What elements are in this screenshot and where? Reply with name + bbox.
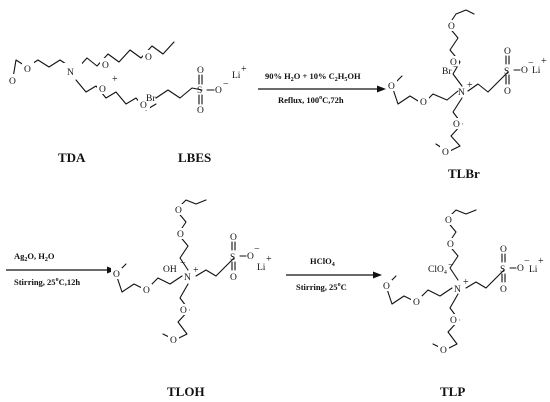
lbes-o-atom: O — [197, 106, 204, 116]
tlp-o-atom: O — [413, 298, 420, 308]
tlbr-o-atom: O — [448, 22, 455, 32]
tlp-label: TLP — [440, 384, 465, 399]
tlbr-o-atom: O — [504, 87, 511, 97]
lbes-br-atom: Br — [146, 94, 156, 104]
tda-o-atom: O — [102, 61, 109, 71]
lbes-minus: − — [223, 79, 229, 90]
tda-o-atom: O — [24, 65, 31, 75]
plus-sign: + — [112, 74, 118, 85]
tlbr-br-ion: Br — [442, 67, 452, 77]
tlbr-o-atom: O — [450, 58, 457, 68]
reaction-arrow-2: Ag2O, H2O Stirring, 25oC,12h — [6, 251, 116, 287]
tlp-clo4-ion: ClO4 — [428, 265, 447, 276]
reaction-3-conditions-below: Stirring, 25oC — [296, 282, 347, 292]
lbes-label: LBES — [178, 150, 211, 165]
tloh-o-atom: O — [230, 233, 237, 243]
tlbr-o-atom: O — [521, 66, 528, 76]
tlp-s-atom: S — [500, 265, 505, 275]
tda-o-atom: O — [140, 101, 147, 111]
reaction-2-conditions-above: Ag2O, H2O — [14, 251, 55, 263]
tloh-n-atom: N — [184, 273, 191, 283]
tlp-li-charge: + — [538, 256, 544, 267]
tlbr-li-charge: + — [541, 56, 547, 67]
tlp-o-atom: O — [450, 316, 457, 326]
tloh-o-atom: O — [230, 273, 237, 283]
tlbr-br-charge: − — [453, 62, 459, 73]
tloh-o-atom: O — [177, 230, 184, 240]
tlp-clo4-charge: − — [448, 260, 454, 271]
tlbr-n-atom: N — [458, 88, 465, 98]
tda-o-atom: O — [99, 85, 106, 95]
tloh-oh-charge: − — [180, 258, 186, 269]
tda-structure: N O O O O O O — [7, 41, 175, 111]
tloh-n-charge: + — [193, 265, 199, 276]
tlp-li-ion: Li — [529, 265, 538, 275]
tda-o-atom: O — [9, 77, 16, 87]
lbes-o-atom: O — [215, 86, 222, 96]
tloh-so3-charge: − — [254, 244, 260, 255]
tlbr-label: TLBr — [448, 166, 480, 181]
lbes-s-atom: S — [197, 86, 202, 96]
reaction-1-conditions-above: 90% H2O + 10% C2H5OH — [265, 71, 361, 83]
tloh-o-atom: O — [170, 336, 177, 346]
tlp-o-atom: O — [440, 346, 447, 356]
tloh-li-charge: + — [266, 254, 272, 265]
reaction-2-conditions-below: Stirring, 25oC,12h — [14, 277, 80, 287]
reaction-arrow-3: HClO4 Stirring, 25oC — [286, 256, 382, 292]
tlp-n-atom: N — [454, 285, 461, 295]
tda-n-atom: N — [67, 68, 74, 78]
tlp-o-atom: O — [500, 245, 507, 255]
tloh-o-atom: O — [180, 306, 187, 316]
tlbr-s-atom: S — [504, 67, 509, 77]
tloh-o-atom: O — [175, 206, 182, 216]
reaction-arrow-1: 90% H2O + 10% C2H5OH Reflux, 100oC,72h — [258, 71, 386, 105]
tda-o-atom: O — [145, 53, 152, 63]
tloh-li-ion: Li — [257, 263, 266, 273]
tlp-o-atom: O — [517, 264, 524, 274]
tlbr-structure: N + Br − O O O O O O S O O O − Li + — [386, 9, 547, 158]
tlp-o-atom: O — [500, 285, 507, 295]
tloh-s-atom: S — [230, 253, 235, 263]
tlp-so3-charge: − — [524, 256, 530, 267]
lbes-li-ion: Li — [232, 71, 241, 81]
tlp-o-atom: O — [445, 216, 452, 226]
tloh-structure: N + OH − O O O O O O S O O O − Li + — [111, 199, 272, 346]
tlbr-so3-charge: − — [528, 58, 534, 69]
tda-label: TDA — [58, 150, 86, 165]
tlp-n-charge: + — [463, 277, 469, 288]
tloh-label: TLOH — [167, 384, 205, 399]
tlp-structure: N + ClO4 − O O O O O O S O O O − Li + — [381, 209, 544, 356]
tlbr-o-atom: O — [388, 82, 395, 92]
tloh-oh-ion: OH — [163, 265, 177, 275]
tloh-o-atom: O — [113, 270, 120, 280]
reaction-3-conditions-above: HClO4 — [310, 256, 335, 268]
lbes-o-atom: O — [197, 66, 204, 76]
tlp-o-atom: O — [447, 240, 454, 250]
lbes-structure: Br S O O O − Li + — [146, 64, 247, 116]
tlbr-o-atom: O — [504, 47, 511, 57]
tlbr-o-atom: O — [442, 148, 449, 158]
tloh-o-atom: O — [143, 286, 150, 296]
tlbr-n-charge: + — [467, 80, 473, 91]
tlp-o-atom: O — [383, 282, 390, 292]
tloh-o-atom: O — [247, 252, 254, 262]
tlbr-o-atom: O — [453, 120, 460, 130]
lbes-li-charge: + — [241, 64, 247, 75]
tlbr-li-ion: Li — [532, 66, 541, 76]
tlbr-o-atom: O — [420, 98, 427, 108]
reaction-1-conditions-below: Reflux, 100oC,72h — [278, 95, 344, 105]
